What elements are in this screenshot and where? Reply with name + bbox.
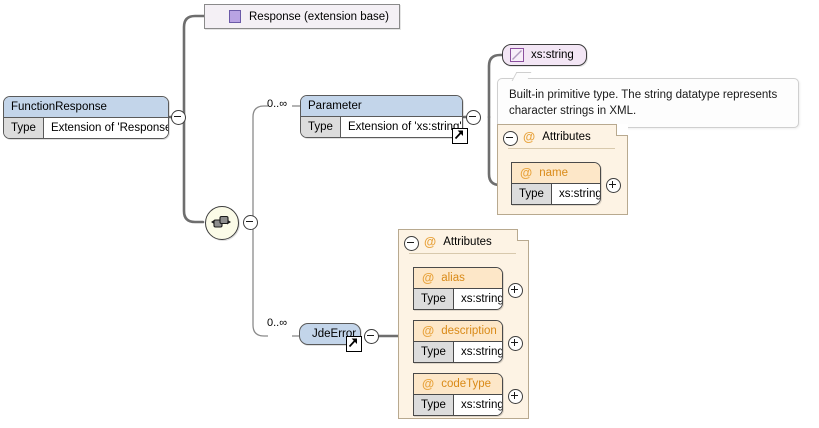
attributes-header: @ Attributes bbox=[399, 230, 528, 253]
sequence-collapse-toggle[interactable] bbox=[243, 215, 258, 230]
at-symbol-icon: @ bbox=[422, 323, 435, 338]
attribute-codetype-expand-toggle[interactable] bbox=[508, 389, 523, 404]
jde-error-collapse-toggle[interactable] bbox=[364, 329, 379, 344]
at-symbol-icon: @ bbox=[520, 165, 533, 180]
at-symbol-icon: @ bbox=[422, 270, 435, 285]
simple-type-icon bbox=[510, 48, 524, 62]
tooltip-text: Built-in primitive type. The string data… bbox=[509, 89, 778, 117]
attribute-header: @ alias bbox=[414, 268, 502, 288]
attribute-name-box[interactable]: @ name Type xs:string bbox=[511, 162, 601, 205]
type-label: Type bbox=[414, 289, 454, 309]
attribute-name: description bbox=[441, 325, 497, 337]
response-base-label: Response (extension base) bbox=[249, 10, 389, 23]
attribute-header: @ codeType bbox=[414, 374, 502, 394]
attribute-name: codeType bbox=[441, 378, 492, 390]
at-symbol-icon: @ bbox=[523, 129, 536, 144]
container-notch bbox=[517, 229, 529, 241]
sequence-compositor[interactable] bbox=[205, 206, 239, 240]
type-label: Type bbox=[414, 342, 454, 362]
container-notch bbox=[616, 124, 628, 136]
tooltip-tail bbox=[511, 72, 532, 81]
jde-error-attributes-collapse-toggle[interactable] bbox=[404, 236, 419, 251]
type-value: xs:string bbox=[453, 289, 502, 309]
attribute-alias-box[interactable]: @ alias Type xs:string bbox=[413, 267, 503, 310]
parameter-link-arrow-icon[interactable] bbox=[452, 128, 468, 144]
attribute-name: alias bbox=[441, 272, 465, 284]
xs-string-label: xs:string bbox=[531, 49, 574, 61]
parameter-multiplicity: 0..∞ bbox=[267, 98, 288, 110]
parameter-title: Parameter bbox=[301, 96, 462, 116]
attribute-codetype-box[interactable]: @ codeType Type xs:string bbox=[413, 373, 503, 416]
response-base-bar[interactable]: Response (extension base) bbox=[204, 4, 400, 29]
element-square-icon bbox=[229, 10, 241, 23]
parameter-attributes-collapse-toggle[interactable] bbox=[503, 131, 518, 146]
function-response-box[interactable]: FunctionResponse Type Extension of 'Resp… bbox=[3, 96, 169, 139]
function-response-title: FunctionResponse bbox=[4, 97, 168, 117]
attribute-description-box[interactable]: @ description Type xs:string bbox=[413, 320, 503, 363]
attribute-type-row: Type xs:string bbox=[512, 183, 600, 204]
jde-error-link-arrow-icon[interactable] bbox=[346, 336, 362, 352]
at-symbol-icon: @ bbox=[424, 234, 437, 249]
sequence-icon bbox=[211, 215, 231, 228]
parameter-collapse-toggle[interactable] bbox=[466, 110, 481, 125]
attribute-description-expand-toggle[interactable] bbox=[508, 336, 523, 351]
attributes-divider bbox=[409, 253, 516, 254]
xs-string-pill[interactable]: xs:string bbox=[502, 44, 587, 66]
attribute-header: @ name bbox=[512, 163, 600, 183]
function-response-collapse-toggle[interactable] bbox=[171, 110, 186, 125]
parameter-box[interactable]: Parameter Type Extension of 'xs:string' bbox=[300, 95, 463, 138]
attribute-name-expand-toggle[interactable] bbox=[606, 178, 621, 193]
type-value: xs:string bbox=[551, 184, 600, 204]
jde-error-pill[interactable]: JdeError bbox=[299, 323, 361, 345]
attribute-type-row: Type xs:string bbox=[414, 341, 502, 362]
attribute-name: name bbox=[539, 167, 568, 179]
attribute-header: @ description bbox=[414, 321, 502, 341]
attribute-type-row: Type xs:string bbox=[414, 288, 502, 309]
attribute-type-row: Type xs:string bbox=[414, 394, 502, 415]
attribute-alias-expand-toggle[interactable] bbox=[508, 283, 523, 298]
xs-string-tooltip: Built-in primitive type. The string data… bbox=[497, 72, 799, 128]
attributes-title: Attributes bbox=[542, 131, 591, 143]
type-value: Extension of 'Response' bbox=[43, 118, 168, 138]
attributes-header: @ Attributes bbox=[498, 125, 627, 148]
type-label: Type bbox=[301, 117, 341, 137]
attributes-divider bbox=[508, 148, 615, 149]
type-label: Type bbox=[512, 184, 552, 204]
parameter-type-row: Type Extension of 'xs:string' bbox=[301, 116, 462, 137]
type-value: Extension of 'xs:string' bbox=[340, 117, 462, 137]
type-label: Type bbox=[4, 118, 44, 138]
function-response-type-row: Type Extension of 'Response' bbox=[4, 117, 168, 138]
type-value: xs:string bbox=[453, 342, 502, 362]
jde-error-multiplicity: 0..∞ bbox=[267, 317, 288, 329]
at-symbol-icon: @ bbox=[422, 376, 435, 391]
attributes-title: Attributes bbox=[443, 236, 492, 248]
type-value: xs:string bbox=[453, 395, 502, 415]
type-label: Type bbox=[414, 395, 454, 415]
